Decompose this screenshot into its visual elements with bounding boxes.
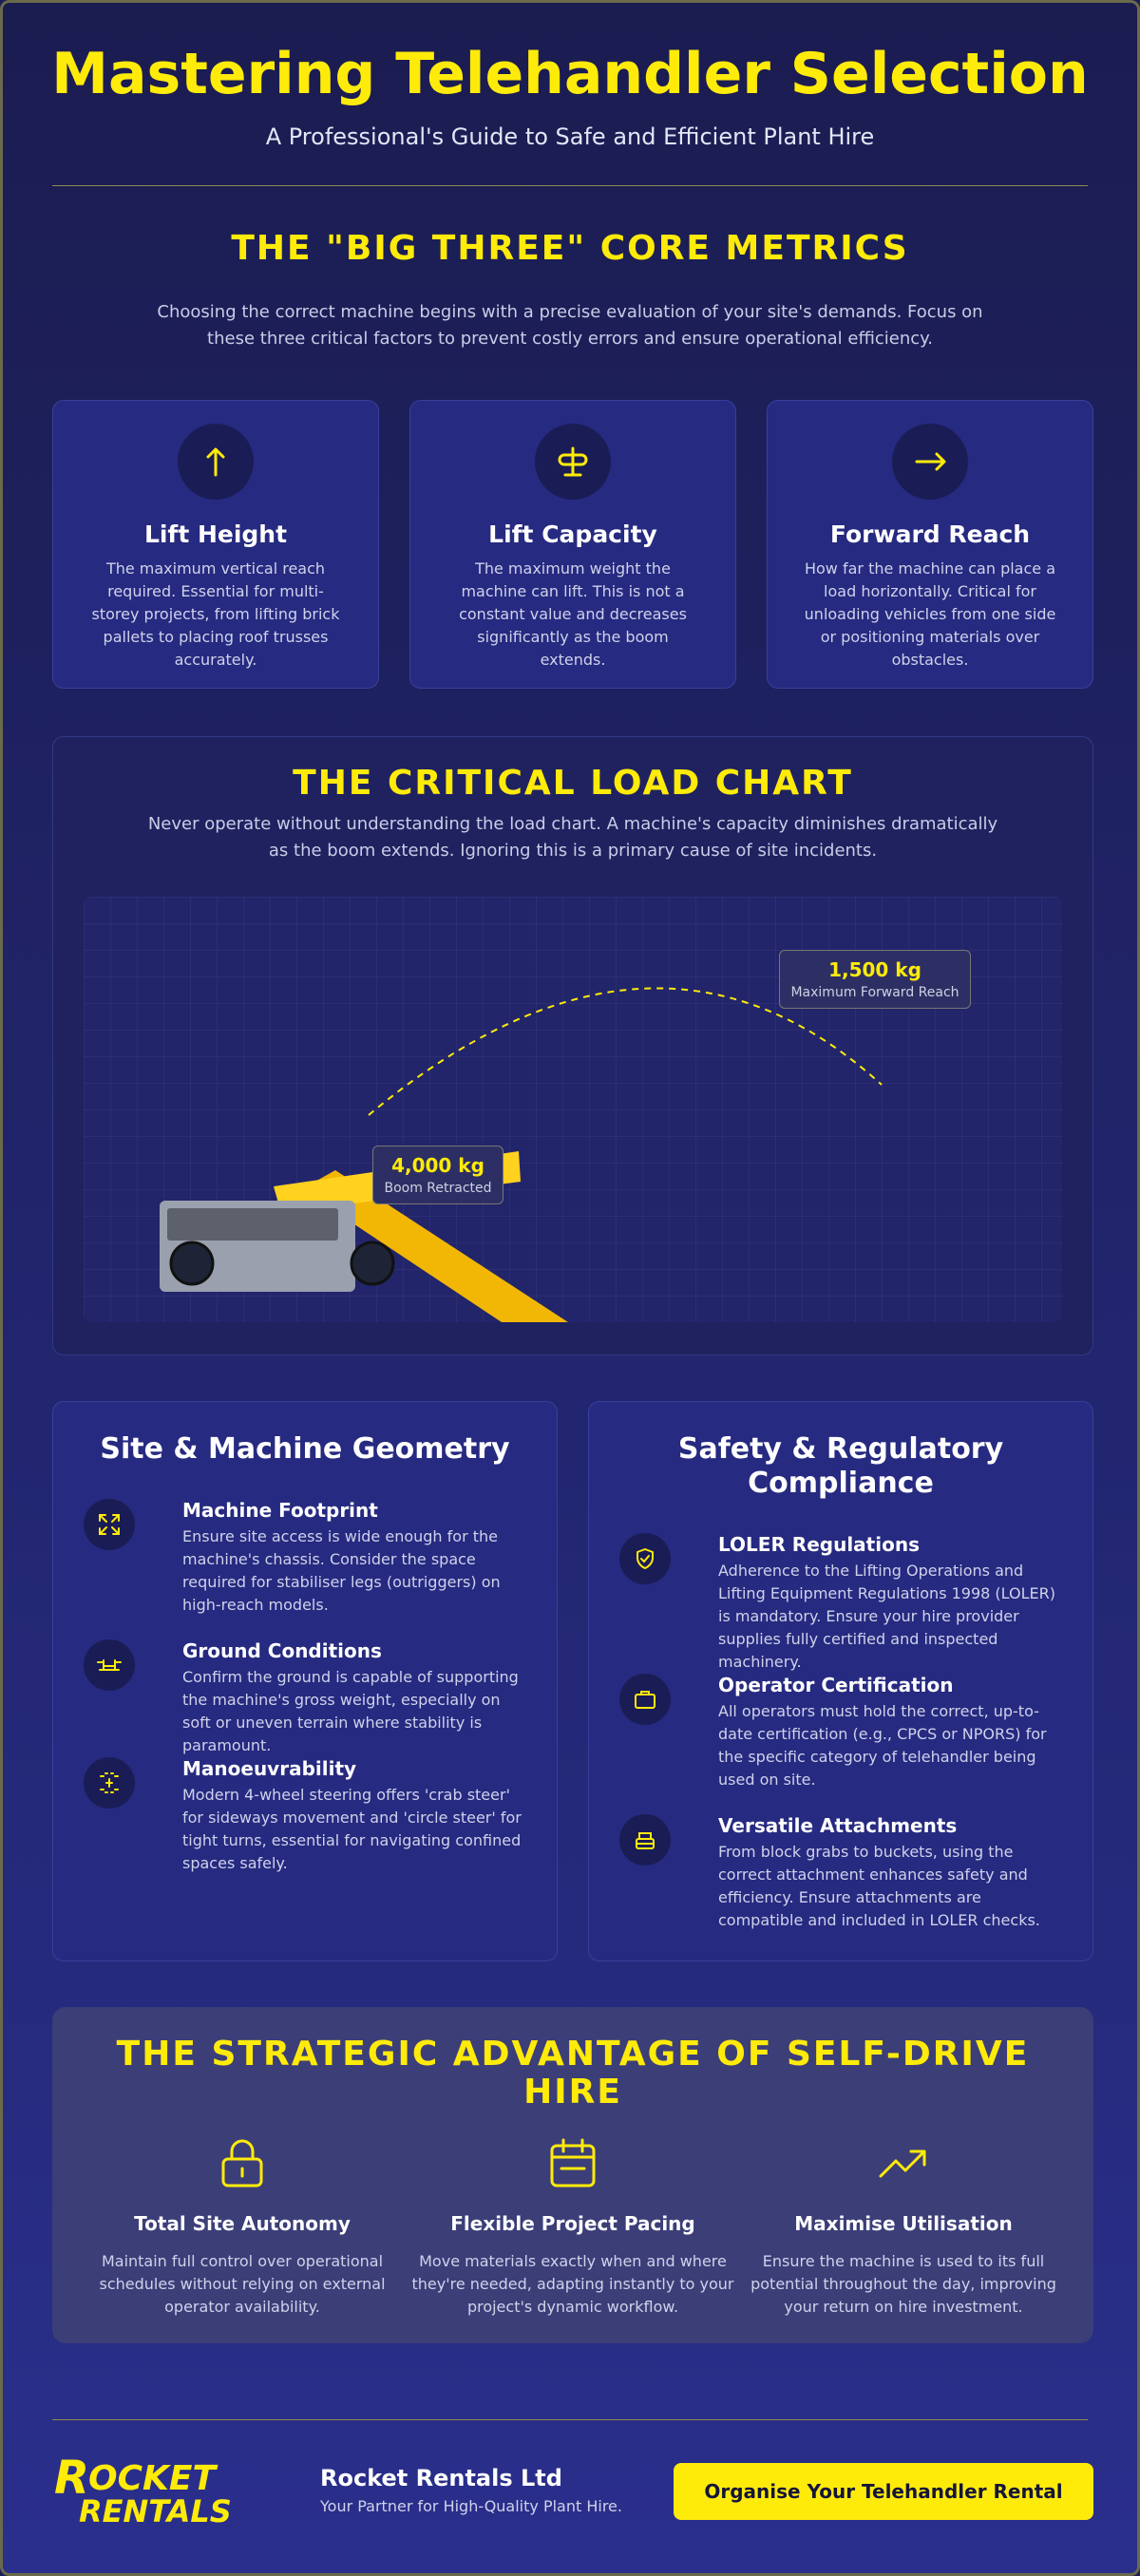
compliance-item-text: All operators must hold the correct, up-…	[718, 1702, 1047, 1789]
retracted-value: 4,000 kg	[391, 1154, 484, 1177]
compliance-item-text: From block grabs to buckets, using the c…	[718, 1843, 1040, 1929]
advantage-item-text: Move materials exactly when and where th…	[411, 2252, 734, 2316]
retracted-caption: Boom Retracted	[384, 1181, 492, 1196]
extended-capacity-label: 1,500 kg Maximum Forward Reach	[779, 950, 971, 1009]
advantage-item: Total Site Autonomy Maintain full contro…	[81, 2136, 404, 2319]
svg-text:R: R	[54, 2452, 89, 2505]
boom-arm	[312, 1170, 568, 1322]
geometry-item-title: Manoeuvrability	[182, 1757, 357, 1780]
advantage-item-title: Maximise Utilisation	[794, 2212, 1013, 2235]
advantage-item-title: Total Site Autonomy	[134, 2212, 351, 2235]
geometry-item-text: Confirm the ground is capable of support…	[182, 1668, 519, 1754]
advantage-item: Flexible Project Pacing Move materials e…	[411, 2136, 734, 2319]
organise-rental-button[interactable]: Organise Your Telehandler Rental	[674, 2463, 1093, 2520]
advantage-card: THE STRATEGIC ADVANTAGE OF SELF-DRIVE HI…	[52, 2007, 1093, 2343]
geometry-item-title: Machine Footprint	[182, 1499, 378, 1522]
advantage-title: THE STRATEGIC ADVANTAGE OF SELF-DRIVE HI…	[116, 2035, 1030, 2112]
company-tagline: Your Partner for High-Quality Plant Hire…	[320, 2497, 622, 2515]
compliance-card: Safety & Regulatory Compliance LOLER Reg…	[588, 1401, 1093, 1961]
retracted-capacity-label: 4,000 kg Boom Retracted	[372, 1146, 504, 1204]
metric-card-lift-height: Lift Height The maximum vertical reach r…	[52, 400, 379, 689]
compliance-item-text: Adherence to the Lifting Operations and …	[718, 1562, 1055, 1671]
divider	[52, 185, 1088, 186]
geometry-item-text: Modern 4-wheel steering offers 'crab ste…	[182, 1786, 522, 1872]
advantage-item-text: Ensure the machine is used to its full p…	[750, 2252, 1056, 2316]
metrics-title: THE "BIG THREE" CORE METRICS	[231, 229, 909, 268]
metric-title: Lift Height	[143, 521, 288, 548]
advantage-item-title: Flexible Project Pacing	[450, 2212, 695, 2235]
trend-up-icon	[879, 2150, 926, 2178]
footer-divider	[52, 2419, 1088, 2420]
arrow-right-icon	[892, 424, 968, 500]
attachment-icon	[619, 1814, 671, 1866]
padlock-icon	[221, 2139, 263, 2188]
geometry-item-title: Ground Conditions	[182, 1639, 382, 1662]
compliance-item-title: Versatile Attachments	[718, 1814, 958, 1837]
load-chart-card: THE CRITICAL LOAD CHART Never operate wi…	[52, 736, 1093, 1355]
metric-text: The maximum weight the machine can lift.…	[459, 559, 687, 669]
weight-scale-icon	[535, 424, 611, 500]
compliance-item-title: Operator Certification	[718, 1674, 954, 1696]
page-subtitle: A Professional's Guide to Safe and Effic…	[265, 123, 875, 150]
geometry-title: Site & Machine Geometry	[100, 1432, 510, 1466]
geometry-item-text: Ensure site access is wide enough for th…	[182, 1527, 501, 1614]
svg-text:OCKET: OCKET	[88, 2459, 218, 2498]
svg-text:RENTALS: RENTALS	[79, 2493, 232, 2529]
compliance-title: Safety & Regulatory Compliance	[677, 1432, 1004, 1500]
metric-card-forward-reach: Forward Reach How far the machine can pl…	[767, 400, 1093, 689]
extended-caption: Maximum Forward Reach	[790, 985, 960, 1000]
metric-title: Lift Capacity	[488, 521, 657, 548]
geometry-card: Site & Machine Geometry Machine Footprin…	[52, 1401, 558, 1961]
page-title: Mastering Telehandler Selection	[51, 41, 1089, 107]
ground-terrain-icon	[84, 1639, 135, 1691]
steering-icon	[84, 1757, 135, 1809]
arrow-up-icon	[178, 424, 254, 500]
front-wheel	[350, 1241, 395, 1286]
briefcase-icon	[619, 1674, 671, 1725]
shield-check-icon	[619, 1533, 671, 1584]
metrics-intro: Choosing the correct machine begins with…	[157, 302, 983, 349]
advantage-item: Maximise Utilisation Ensure the machine …	[742, 2136, 1065, 2319]
load-chart-title: THE CRITICAL LOAD CHART	[293, 764, 853, 803]
rear-wheel	[169, 1241, 215, 1286]
metric-text: The maximum vertical reach required. Ess…	[91, 559, 340, 669]
expand-arrows-icon	[84, 1499, 135, 1550]
compliance-item-title: LOLER Regulations	[718, 1533, 920, 1556]
metric-text: How far the machine can place a load hor…	[804, 559, 1056, 669]
metric-title: Forward Reach	[829, 521, 1031, 548]
advantage-item-text: Maintain full control over operational s…	[99, 2252, 386, 2316]
extended-value: 1,500 kg	[828, 958, 922, 981]
metric-card-lift-capacity: Lift Capacity The maximum weight the mac…	[409, 400, 736, 689]
calendar-icon	[550, 2138, 596, 2188]
company-name: Rocket Rentals Ltd	[320, 2465, 562, 2491]
load-chart-intro: Never operate without understanding the …	[147, 814, 998, 861]
load-chart-illustration: 4,000 kg Boom Retracted 1,500 kg Maximum…	[84, 897, 1062, 1322]
rocket-rentals-logo: R OCKET RENTALS	[54, 2452, 232, 2529]
